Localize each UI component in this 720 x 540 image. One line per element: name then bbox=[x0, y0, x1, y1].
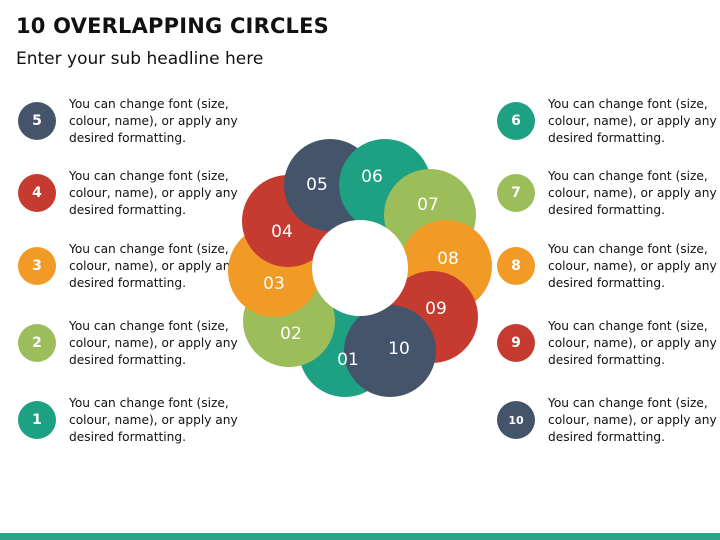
circle-label-07: 07 bbox=[417, 195, 439, 215]
badge-4: 4 bbox=[18, 174, 56, 212]
item-7-text: You can change font (size, colour, name)… bbox=[548, 169, 717, 217]
item-4-text: You can change font (size, colour, name)… bbox=[69, 169, 238, 217]
left-item-5: 5 You can change font (size, colour, nam… bbox=[18, 96, 248, 156]
circle-label-06: 06 bbox=[361, 167, 383, 187]
badge-6: 6 bbox=[497, 102, 535, 140]
right-item-6: 6 You can change font (size, colour, nam… bbox=[497, 96, 720, 156]
badge-2: 2 bbox=[18, 324, 56, 362]
left-item-4: 4 You can change font (size, colour, nam… bbox=[18, 168, 248, 228]
item-3-text: You can change font (size, colour, name)… bbox=[69, 242, 238, 290]
badge-1: 1 bbox=[18, 401, 56, 439]
left-item-2: 2 You can change font (size, colour, nam… bbox=[18, 318, 248, 378]
circle-label-02: 02 bbox=[280, 324, 302, 344]
item-1-text: You can change font (size, colour, name)… bbox=[69, 396, 238, 444]
left-item-3: 3 You can change font (size, colour, nam… bbox=[18, 241, 248, 301]
right-item-8: 8 You can change font (size, colour, nam… bbox=[497, 241, 720, 301]
item-9-text: You can change font (size, colour, name)… bbox=[548, 319, 717, 367]
circle-label-05: 05 bbox=[306, 175, 328, 195]
circle-label-08: 08 bbox=[437, 249, 459, 269]
right-item-10: 10 You can change font (size, colour, na… bbox=[497, 395, 720, 455]
page-title: 10 OVERLAPPING CIRCLES bbox=[16, 14, 330, 38]
circles-layer: 01 02 03 04 05 06 07 08 09 10 bbox=[228, 139, 492, 397]
circle-label-03: 03 bbox=[263, 274, 285, 294]
right-item-9: 9 You can change font (size, colour, nam… bbox=[497, 318, 720, 378]
item-5-text: You can change font (size, colour, name)… bbox=[69, 97, 238, 145]
badge-5: 5 bbox=[18, 102, 56, 140]
center-hole bbox=[312, 220, 408, 316]
circle-label-04: 04 bbox=[271, 222, 293, 242]
badge-8: 8 bbox=[497, 247, 535, 285]
circle-label-01: 01 bbox=[337, 350, 359, 370]
badge-7: 7 bbox=[497, 174, 535, 212]
right-item-7: 7 You can change font (size, colour, nam… bbox=[497, 168, 720, 228]
circle-label-09: 09 bbox=[425, 299, 447, 319]
item-6-text: You can change font (size, colour, name)… bbox=[548, 97, 717, 145]
badge-3: 3 bbox=[18, 247, 56, 285]
circle-label-10: 10 bbox=[388, 339, 410, 359]
badge-10: 10 bbox=[497, 401, 535, 439]
bottom-accent-bar bbox=[0, 533, 720, 540]
item-2-text: You can change font (size, colour, name)… bbox=[69, 319, 238, 367]
page-subtitle: Enter your sub headline here bbox=[16, 49, 264, 69]
left-item-1: 1 You can change font (size, colour, nam… bbox=[18, 395, 248, 455]
badge-9: 9 bbox=[497, 324, 535, 362]
item-8-text: You can change font (size, colour, name)… bbox=[548, 242, 717, 290]
item-10-text: You can change font (size, colour, name)… bbox=[548, 396, 717, 444]
circle-10 bbox=[344, 305, 436, 397]
